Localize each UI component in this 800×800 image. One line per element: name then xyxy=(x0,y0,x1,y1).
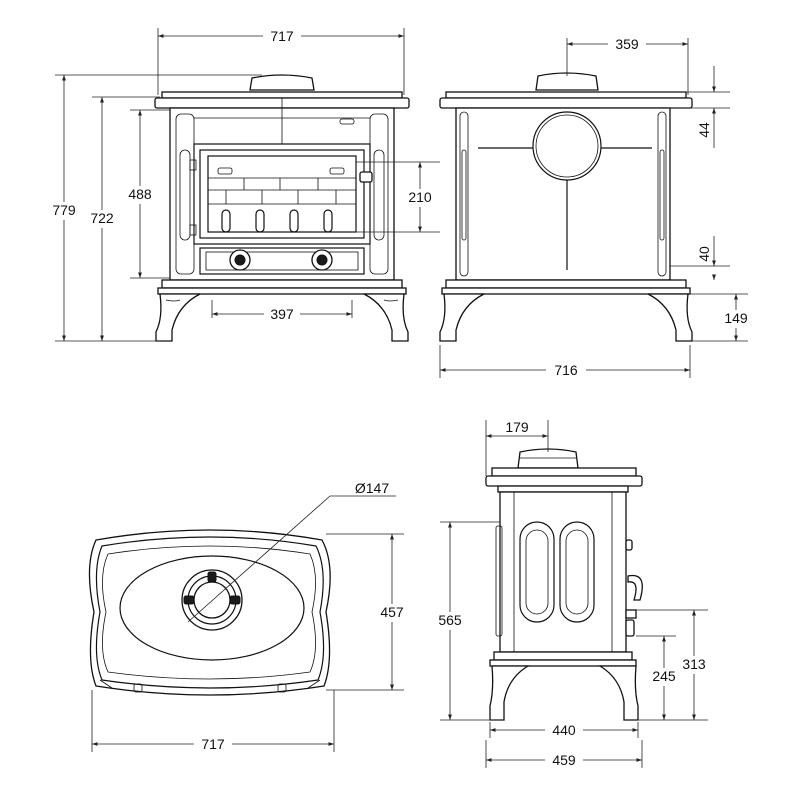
top-dimensions: Ø147 457 717 xyxy=(91,480,410,752)
side-base-depth-label: 440 xyxy=(552,722,576,738)
rear-flue-offset-label: 359 xyxy=(615,36,639,52)
rear-dimensions: 359 44 40 149 716 xyxy=(439,36,754,378)
top-depth-label: 457 xyxy=(380,604,404,620)
rear-view xyxy=(439,72,693,342)
rear-leg-height-label: 149 xyxy=(724,310,748,326)
front-width-label: 717 xyxy=(270,28,294,44)
front-leg-span-label: 397 xyxy=(270,306,294,322)
side-flue-depth-label: 179 xyxy=(505,419,529,435)
side-view xyxy=(485,448,643,721)
top-width-label: 717 xyxy=(201,736,225,752)
front-dimensions: 717 779 722 488 210 397 xyxy=(48,28,440,342)
side-overall-depth-label: 459 xyxy=(552,752,576,768)
rear-width-label: 716 xyxy=(554,362,578,378)
side-body-height-label: 565 xyxy=(438,612,462,628)
front-body-height-label: 722 xyxy=(90,210,114,226)
rear-top-offset-label: 44 xyxy=(696,122,712,138)
side-outlet-height-label: 245 xyxy=(652,668,676,684)
top-view xyxy=(88,529,331,696)
front-firebox-height-label: 488 xyxy=(128,186,152,202)
front-overall-height-label: 779 xyxy=(52,202,76,218)
side-outlet-top-label: 313 xyxy=(682,656,706,672)
top-flue-diameter-label: Ø147 xyxy=(355,480,389,496)
rear-flue-bottom-label: 40 xyxy=(696,246,712,262)
front-door-window-label: 210 xyxy=(408,189,432,205)
front-view xyxy=(154,74,410,342)
side-dimensions: 179 565 245 313 440 459 xyxy=(432,419,712,768)
